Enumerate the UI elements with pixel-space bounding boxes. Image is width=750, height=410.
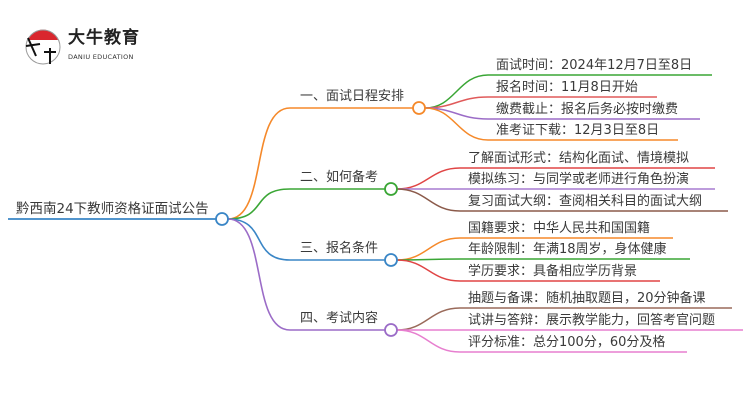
- branch-1-collapse-toggle[interactable]: [412, 101, 426, 115]
- leaf-node[interactable]: 评分标准：总分100分，60分及格: [468, 335, 666, 350]
- leaf-node[interactable]: 学历要求：具备相应学历背景: [468, 264, 638, 279]
- branch-connector: [227, 188, 385, 220]
- root-collapse-toggle[interactable]: [215, 212, 229, 226]
- branch-node-4[interactable]: 四、考试内容: [300, 311, 379, 326]
- leaf-node[interactable]: 了解面试形式：结构化面试、情境模拟: [468, 151, 690, 166]
- leaf-connector: [424, 96, 657, 109]
- leaf-node[interactable]: 缴费截止：报名后务必按时缴费: [496, 102, 679, 117]
- leaf-connector: [396, 237, 673, 261]
- leaf-node[interactable]: 年龄限制：年满18周岁，身体健康: [468, 242, 667, 257]
- leaf-connector: [396, 259, 660, 282]
- branch-2-collapse-toggle[interactable]: [384, 182, 398, 196]
- branch-node-2[interactable]: 二、如何备考: [300, 170, 379, 185]
- logo-subtext: DANIU EDUCATION: [68, 53, 134, 61]
- leaf-node[interactable]: 试讲与答辩：展示教学能力，回答考官问题: [468, 313, 716, 328]
- logo: 大牛教育 DANIU EDUCATION: [22, 26, 172, 70]
- branch-3-collapse-toggle[interactable]: [384, 253, 398, 267]
- branch-connector: [227, 218, 385, 331]
- leaf-connector: [424, 107, 678, 141]
- branch-node-3[interactable]: 三、报名条件: [300, 241, 379, 256]
- leaf-node[interactable]: 抽题与备课：随机抽取题目，20分钟备课: [468, 291, 706, 306]
- leaf-node[interactable]: 模拟练习：与同学或老师进行角色扮演: [468, 172, 690, 187]
- branch-connector: [227, 218, 385, 261]
- root-node[interactable]: 黔西南24下教师资格证面试公告: [16, 201, 209, 217]
- logo-text: 大牛教育: [68, 28, 140, 48]
- branch-node-1[interactable]: 一、面试日程安排: [300, 89, 405, 104]
- leaf-node[interactable]: 报名时间：11月8日开始: [496, 80, 638, 95]
- branch-connector: [227, 107, 413, 220]
- leaf-connector: [396, 258, 690, 261]
- leaf-node[interactable]: 复习面试大纲：查阅相关科目的面试大纲: [468, 194, 703, 209]
- leaf-node[interactable]: 面试时间：2024年12月7日至8日: [496, 58, 693, 73]
- leaf-node[interactable]: 国籍要求：中华人民共和国国籍: [468, 221, 651, 236]
- leaf-connector: [396, 188, 728, 212]
- leaf-connector: [424, 74, 712, 109]
- leaf-connector: [396, 329, 687, 353]
- leaf-node[interactable]: 准考证下载：12月3日至8日: [496, 123, 660, 138]
- leaf-connector: [396, 167, 715, 190]
- branch-4-collapse-toggle[interactable]: [384, 323, 398, 337]
- leaf-connector: [396, 307, 732, 331]
- logo-mark-icon: [25, 29, 61, 65]
